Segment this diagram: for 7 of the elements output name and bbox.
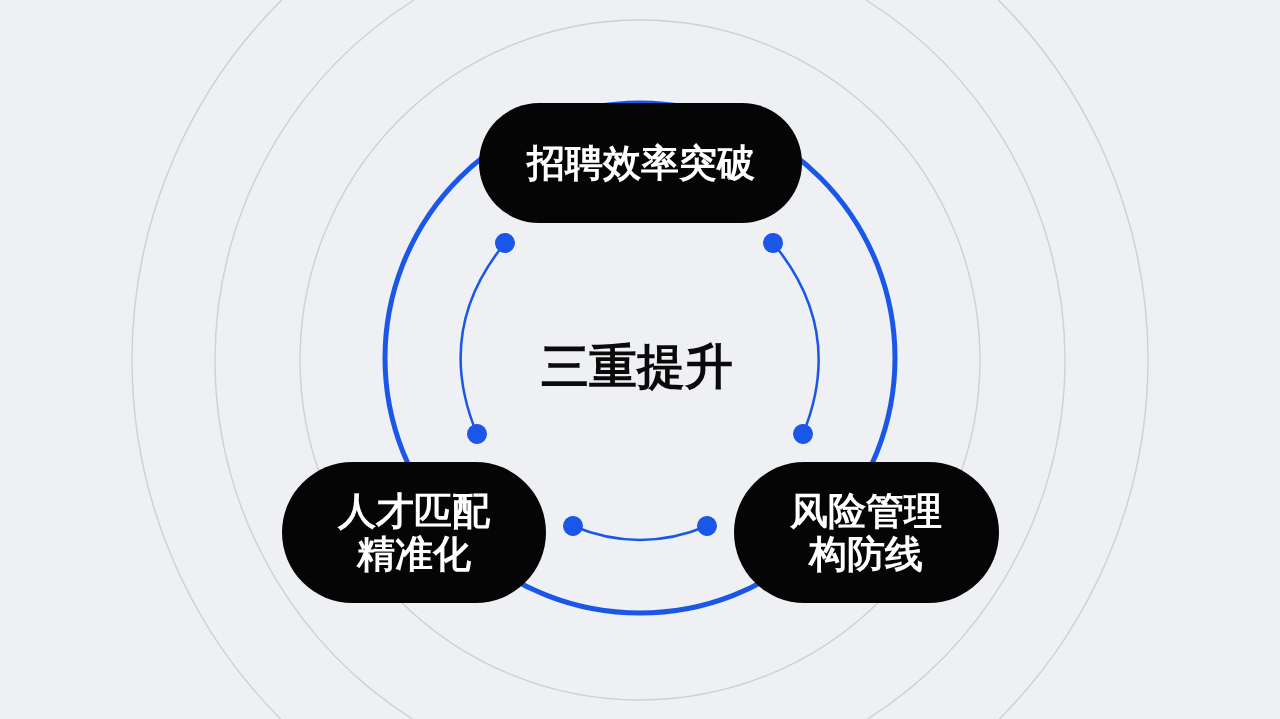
connector-arc (563, 516, 717, 542)
center-heading: 三重提升 (541, 337, 733, 396)
node-label: 风险管理构防线 (789, 489, 944, 576)
node-label: 人才匹配精准化 (336, 489, 491, 576)
connector-arc (763, 233, 820, 444)
node-label: 招聘效率突破 (526, 141, 755, 185)
connector-arc (459, 233, 515, 444)
